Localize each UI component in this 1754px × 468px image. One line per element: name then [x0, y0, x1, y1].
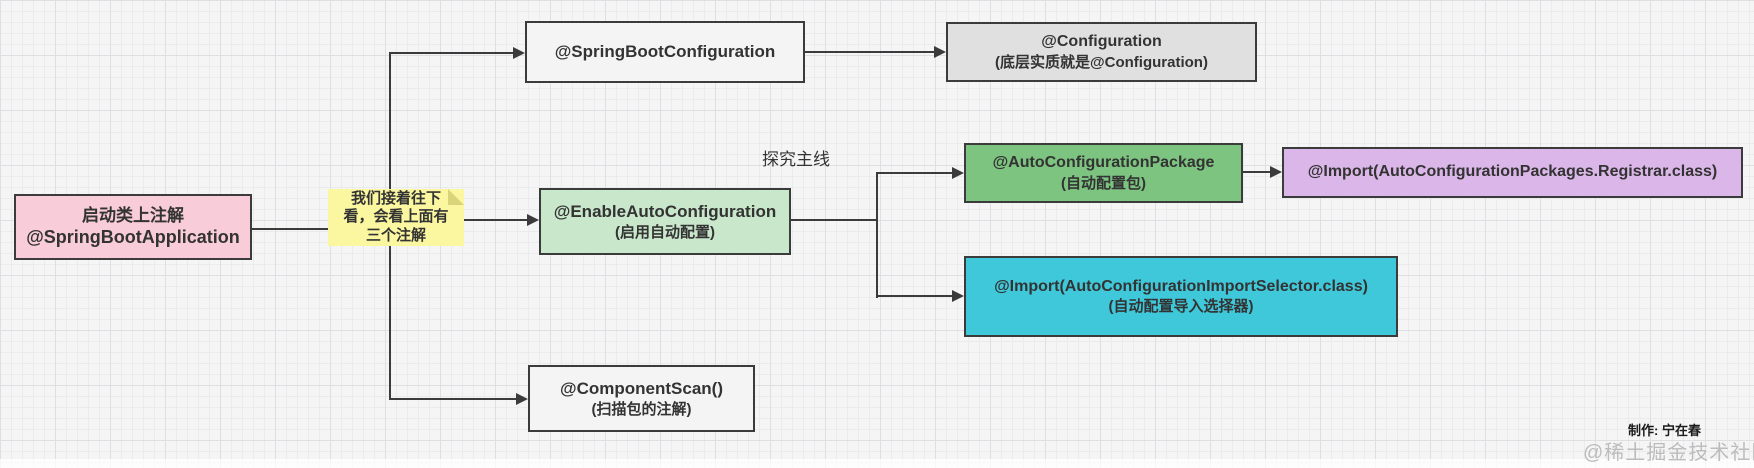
connector-trunk-to-scan — [389, 398, 516, 400]
connector-trunk-to-sbc — [389, 52, 513, 54]
note-text: 三个注解 — [365, 226, 426, 244]
node-springbootapplication: 启动类上注解 @SpringBootApplication — [14, 194, 252, 260]
node-label: (启用自动配置) — [615, 223, 715, 241]
watermark-label: @稀土掘金技术社区 — [1583, 442, 1754, 464]
connector-eac-out — [791, 219, 877, 221]
arrowhead-into-scan — [516, 393, 528, 405]
node-label: 启动类上注解 — [82, 205, 184, 225]
connector-to-selector — [876, 295, 952, 297]
node-import-registrar: @Import(AutoConfigurationPackages.Regist… — [1282, 147, 1743, 198]
node-label: @ComponentScan() — [560, 379, 723, 399]
node-label: @Import(AutoConfigurationPackages.Regist… — [1307, 163, 1718, 181]
arrowhead-into-eac — [527, 214, 539, 226]
node-springbootconfiguration: @SpringBootConfiguration — [525, 21, 805, 83]
node-label: (自动配置包) — [1061, 174, 1146, 192]
sticky-note: 我们接着往下 看，会看上面有 三个注解 — [328, 189, 464, 246]
node-label: (自动配置导入选择器) — [1108, 298, 1254, 316]
arrowhead-into-sbc — [513, 47, 525, 59]
connector-start-to-note — [252, 228, 328, 230]
note-text: 我们接着往下 — [350, 190, 441, 208]
arrowhead-into-selector — [952, 290, 964, 302]
node-label: (底层实质就是@Configuration) — [995, 53, 1208, 71]
node-import-selector: @Import(AutoConfigurationImportSelector.… — [964, 256, 1398, 337]
node-enableautoconfiguration: @EnableAutoConfiguration (启用自动配置) — [539, 188, 791, 255]
node-label: (扫描包的注解) — [591, 400, 692, 418]
connector-note-to-eac — [464, 219, 527, 221]
node-label: @SpringBootConfiguration — [554, 42, 776, 62]
main-line-label: 探究主线 — [762, 150, 830, 169]
connector-junction-vertical — [876, 172, 878, 298]
node-label: @EnableAutoConfiguration — [553, 202, 777, 222]
node-label: @SpringBootApplication — [26, 227, 240, 248]
arrowhead-into-acp — [952, 167, 964, 179]
connector-sbc-to-config — [805, 51, 934, 53]
note-fold-corner — [448, 189, 464, 205]
arrowhead-into-config — [934, 46, 946, 58]
connector-to-acp — [876, 172, 952, 174]
node-label: @AutoConfigurationPackage — [992, 154, 1215, 172]
connector-acp-to-registrar — [1243, 171, 1270, 173]
node-label: @Configuration — [1041, 33, 1162, 51]
node-configuration: @Configuration (底层实质就是@Configuration) — [946, 22, 1257, 82]
note-text: 看，会看上面有 — [343, 208, 449, 226]
node-label: @Import(AutoConfigurationImportSelector.… — [994, 277, 1368, 295]
bottom-edge-strip — [0, 459, 1754, 468]
node-componentscan: @ComponentScan() (扫描包的注解) — [528, 365, 755, 432]
credit-label: 制作: 宁在春 — [1628, 423, 1701, 438]
node-autoconfigurationpackage: @AutoConfigurationPackage (自动配置包) — [964, 143, 1243, 203]
arrowhead-into-registrar — [1270, 166, 1282, 178]
